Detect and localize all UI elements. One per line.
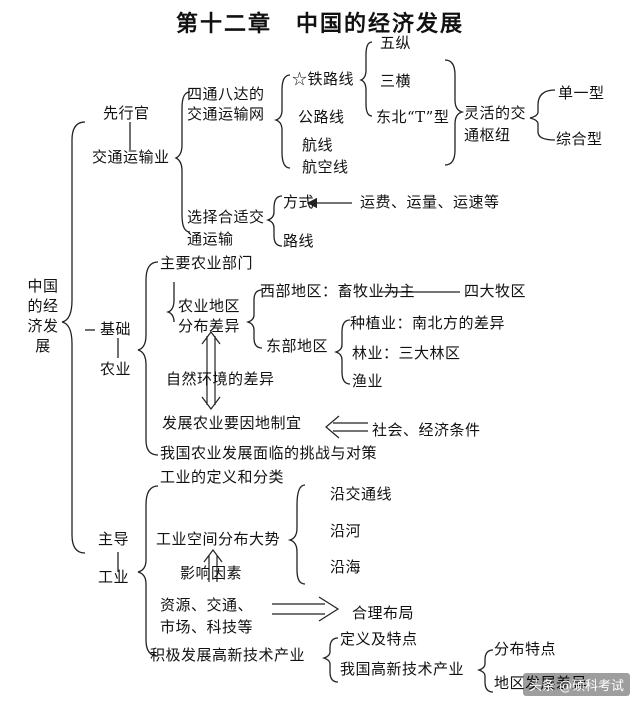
transport-role: 先行官 — [103, 104, 150, 122]
transport-route: 路线 — [283, 232, 315, 250]
industry-role: 主导 — [98, 530, 130, 548]
social-conditions: 社会、经济条件 — [372, 421, 481, 439]
rail-brace — [359, 41, 373, 117]
along-river: 沿河 — [330, 522, 362, 540]
along-traffic: 沿交通线 — [330, 485, 393, 503]
agriculture-role: 基础 — [100, 320, 132, 338]
transport-node: 交通运输业 — [92, 148, 170, 166]
industry-node: 工业 — [98, 568, 130, 586]
industry-definition: 工业的定义和分类 — [160, 468, 285, 486]
rail-item-1: 五纵 — [380, 34, 412, 52]
west-region: 西部地区：畜牧业为主 — [260, 282, 416, 300]
transport-factors: 运费、运量、运速等 — [360, 193, 500, 211]
rational-layout: 合理布局 — [352, 604, 415, 622]
airline: 航空线 — [302, 158, 349, 176]
influence-factors: 影响因素 — [180, 564, 243, 582]
hightech-features: 定义及特点 — [340, 630, 418, 648]
transport-network: 四通八达的交通运输网 — [187, 85, 265, 123]
east-region: 东部地区 — [266, 337, 329, 355]
agri-challenge: 我国农业发展面临的挑战与对策 — [160, 444, 378, 462]
distribution-node: 农业地区分布差异 — [178, 297, 241, 335]
factors-line1: 资源、交通、 — [160, 596, 254, 614]
transport-mode: 方式 — [283, 193, 315, 211]
factors-line2: 市场、科技等 — [160, 618, 254, 636]
china-hightech: 我国高新技术产业 — [340, 660, 465, 678]
hub-type-complex: 综合型 — [556, 130, 603, 148]
four-pastures: 四大牧区 — [464, 282, 527, 300]
distribution-features: 分布特点 — [494, 640, 557, 658]
industry-brace — [137, 485, 159, 657]
social-arrow — [325, 415, 368, 439]
regional-difference: 地区发展差异 — [494, 674, 588, 692]
hub-type-single: 单一型 — [558, 84, 605, 102]
agriculture-node: 农业 — [100, 360, 132, 378]
influence-arrow — [203, 549, 223, 582]
main-sectors: 主要农业部门 — [160, 254, 254, 272]
layout-arrow — [272, 596, 340, 622]
chapter-title: 第十二章 中国的经济发展 — [175, 12, 464, 37]
rail-item-3: 东北“T”型 — [376, 108, 450, 126]
rail-item-2: 三横 — [380, 72, 412, 90]
watermark: 头条 @硕科考试 — [522, 673, 630, 696]
road-line: 公路线 — [298, 108, 345, 126]
nature-arrow — [201, 331, 221, 410]
adapt-local: 发展农业要因地制宜 — [162, 414, 302, 432]
air-route: 航线 — [302, 136, 334, 154]
rail-line: ☆铁路线 — [292, 70, 355, 88]
along-sea: 沿海 — [330, 558, 362, 576]
hub-node: 灵活的交通枢纽 — [464, 104, 527, 144]
forestry: 林业：三大林区 — [352, 344, 461, 362]
planting: 种植业：南北方的差异 — [350, 314, 506, 332]
root-node: 中国的经济发展 — [27, 277, 59, 355]
root-brace — [61, 121, 86, 554]
choose-transport: 选择合适交通运输 — [187, 208, 265, 248]
industry-trend: 工业空间分布大势 — [156, 530, 281, 548]
nature-difference: 自然环境的差异 — [166, 370, 275, 388]
agriculture-brace — [137, 261, 159, 456]
fishery: 渔业 — [352, 372, 384, 390]
network-brace — [273, 74, 291, 169]
transport-brace — [174, 91, 191, 233]
hightech-node: 积极发展高新技术产业 — [150, 646, 306, 664]
